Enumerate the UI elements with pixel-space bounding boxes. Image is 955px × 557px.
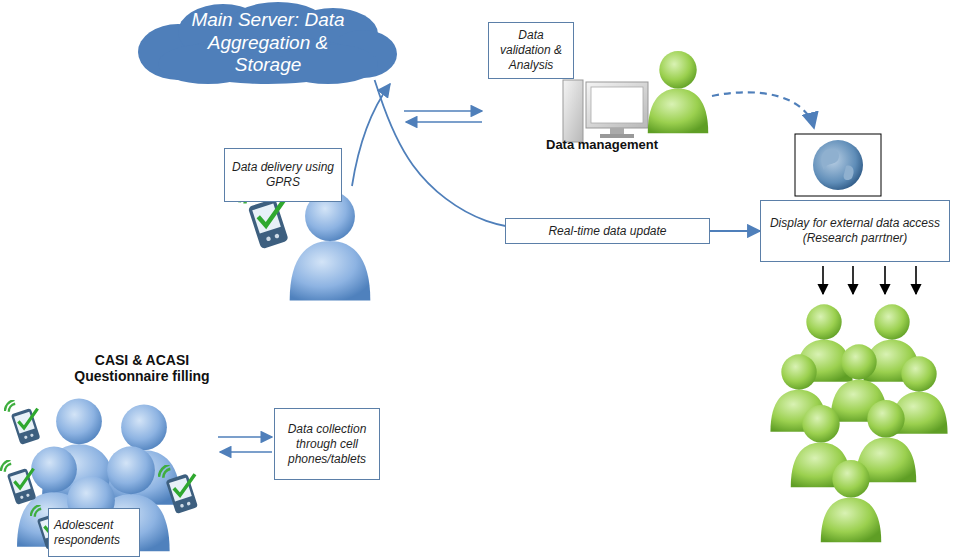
node-text: Data delivery using GPRS xyxy=(230,160,336,190)
display-box: Display for external data access (Resear… xyxy=(760,200,950,262)
process-box: Data collection through cell phones/tabl… xyxy=(274,408,380,480)
node-text: Adolescent respondents xyxy=(54,518,134,548)
role-label: Data management xyxy=(532,137,672,152)
computer-icon xyxy=(563,80,648,142)
respondent-group xyxy=(1,398,198,557)
server-cloud: Main Server: Data Aggregation & Storage xyxy=(138,2,398,84)
manager-person xyxy=(648,51,708,133)
respondent-box: Adolescent respondents xyxy=(48,508,140,557)
publish-arrow xyxy=(712,92,814,128)
partner-group xyxy=(770,304,947,542)
node-text: Data validation & Analysis xyxy=(494,28,568,73)
node-text: Data collection through cell phones/tabl… xyxy=(280,422,374,467)
edge-label: Real-time data update xyxy=(505,218,710,244)
process-box: Data delivery using GPRS xyxy=(224,148,342,202)
download-arrow xyxy=(406,121,482,123)
node-text: Display for external data access (Resear… xyxy=(766,216,944,246)
prompt-arrow xyxy=(220,451,272,453)
response-arrow xyxy=(218,436,272,438)
node-text: Main Server: Data Aggregation & Storage xyxy=(138,9,398,77)
globe-icon xyxy=(795,134,881,196)
process-box: Data validation & Analysis xyxy=(488,22,574,79)
gprs-arrow xyxy=(352,84,390,186)
upload-arrow xyxy=(404,110,482,112)
group-label: CASI & ACASI Questionnaire filling xyxy=(72,352,212,384)
access-arrows xyxy=(823,266,916,294)
connector-arrow xyxy=(375,80,760,231)
interviewer-person xyxy=(290,191,371,300)
